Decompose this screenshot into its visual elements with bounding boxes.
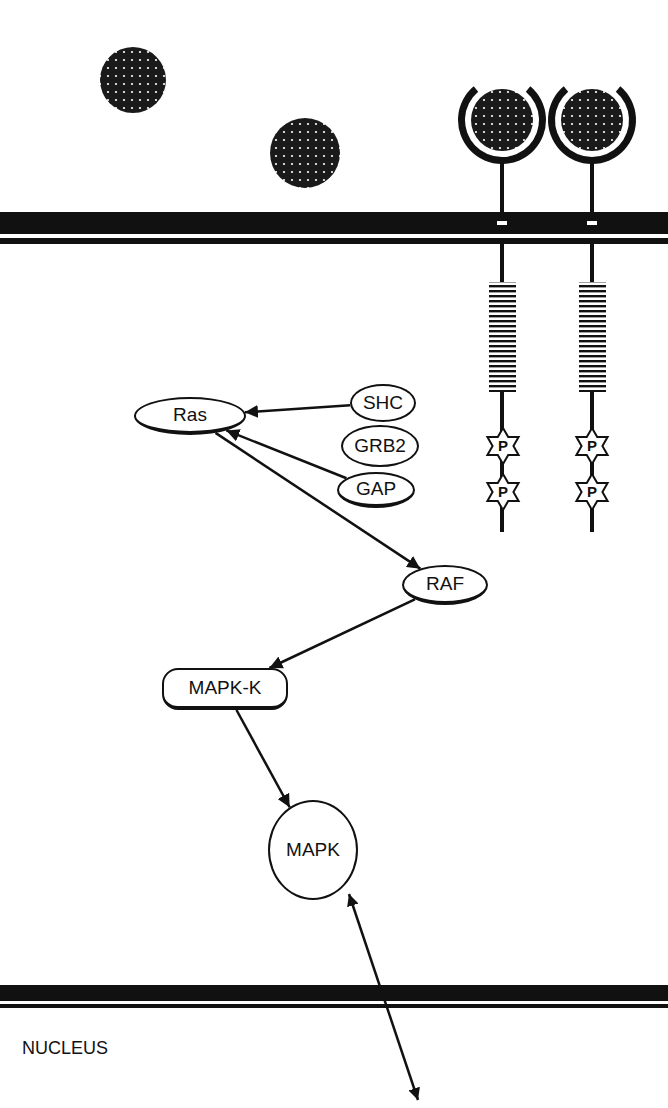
adaptor-ellipse: SHC (350, 384, 416, 422)
nuclear-shuttle-arrow (349, 894, 418, 1100)
node-label: P (498, 438, 508, 455)
kinase-box: MAPK-K (162, 668, 288, 710)
receptor-head (458, 86, 546, 164)
star-outline (487, 474, 518, 510)
regulator-ellipse: GAP (337, 472, 415, 508)
signal-arrow (236, 710, 289, 807)
node-label: GRB2 (354, 436, 406, 457)
node-label: P (498, 484, 508, 501)
adaptor-ellipse: GRB2 (341, 425, 419, 467)
receptor-stalk (500, 244, 504, 282)
bound-ligand (561, 89, 623, 151)
signal-arrow (269, 599, 414, 668)
signal-arrow (216, 433, 421, 569)
receptor-head (548, 86, 636, 164)
bound-ligand (471, 89, 533, 151)
signal-arrow (226, 430, 346, 478)
phosphate-star: P (573, 473, 611, 511)
phosphate-star: P (573, 427, 611, 465)
receptor-stalk (590, 162, 594, 214)
phosphate-star: P (484, 427, 522, 465)
node-label: GAP (356, 479, 396, 500)
receptor-coil (489, 282, 516, 392)
ligand (100, 47, 166, 113)
node-label: MAPK (286, 840, 340, 861)
star-outline (576, 474, 607, 510)
node-label: MAPK-K (189, 678, 262, 699)
node-label: P (587, 484, 597, 501)
node-label: SHC (363, 393, 403, 414)
phosphate-star: P (484, 473, 522, 511)
plasma-membrane (0, 238, 668, 244)
gtpase-ellipse: Ras (134, 397, 246, 435)
nuclear-membrane (0, 1004, 668, 1008)
receptor-stalk (500, 162, 504, 214)
node-label: RAF (426, 574, 464, 595)
kinase-circle: MAPK (268, 800, 358, 900)
nuclear-membrane (0, 985, 668, 1001)
node-label: P (587, 438, 597, 455)
star-outline (576, 428, 607, 464)
kinase-ellipse: RAF (402, 565, 488, 605)
star-outline (487, 428, 518, 464)
signal-arrow (245, 405, 350, 412)
receptor-coil (579, 282, 606, 392)
ligand (270, 118, 340, 188)
plasma-membrane (0, 212, 668, 234)
receptor-stalk (590, 244, 594, 282)
node-label: Ras (173, 405, 207, 426)
membrane-gap (587, 221, 597, 225)
region-label: NUCLEUS (22, 1038, 108, 1059)
membrane-gap (497, 221, 507, 225)
